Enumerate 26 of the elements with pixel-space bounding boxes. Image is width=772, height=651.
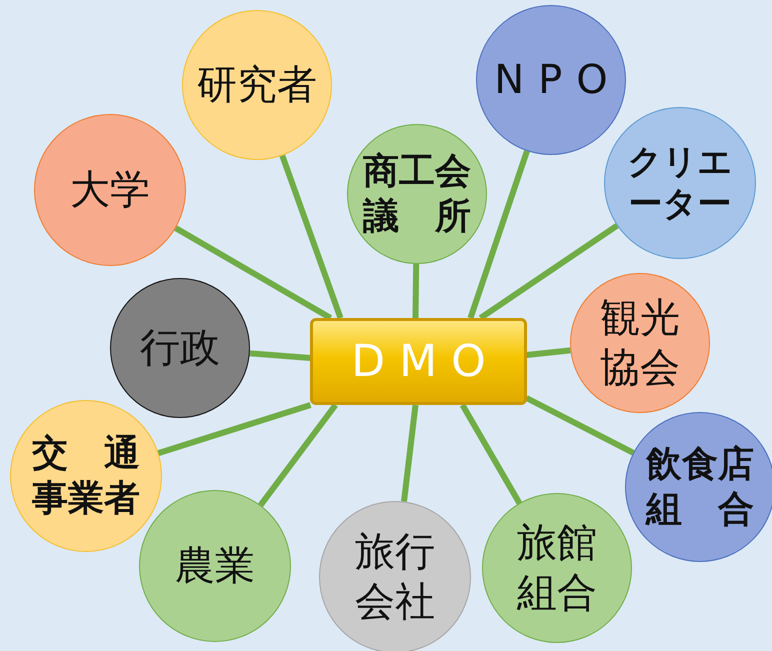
- node-label: 交 通事業者: [31, 432, 141, 521]
- dmo-box: [310, 318, 527, 405]
- node-label: DMO: [351, 336, 500, 387]
- node-label: 旅行会社: [354, 528, 436, 627]
- node-label: NPO: [493, 56, 623, 105]
- connector-line: [412, 264, 420, 318]
- node-label: クリエーター: [626, 140, 734, 226]
- node-label: 農業: [174, 542, 256, 591]
- node-label: 商工会議 所: [362, 150, 472, 239]
- connector-line: [468, 150, 530, 319]
- node-label: 観光協会: [599, 294, 681, 393]
- connector-line: [158, 402, 312, 456]
- node-label: 旅館組合: [516, 519, 598, 618]
- node-label: 行政: [139, 324, 221, 373]
- connector-line: [258, 403, 338, 507]
- node-label: 飲食店組 合: [644, 443, 755, 532]
- connector-line: [279, 154, 344, 320]
- node-label: 大学: [69, 166, 151, 215]
- node-label: 研究者: [196, 61, 318, 110]
- connector-line: [174, 226, 332, 321]
- connector-line: [525, 395, 635, 456]
- connector-line: [460, 404, 522, 505]
- connector-line: [250, 350, 311, 361]
- connector-line: [478, 223, 619, 320]
- connector-line: [401, 404, 418, 502]
- connector-line: [526, 347, 571, 358]
